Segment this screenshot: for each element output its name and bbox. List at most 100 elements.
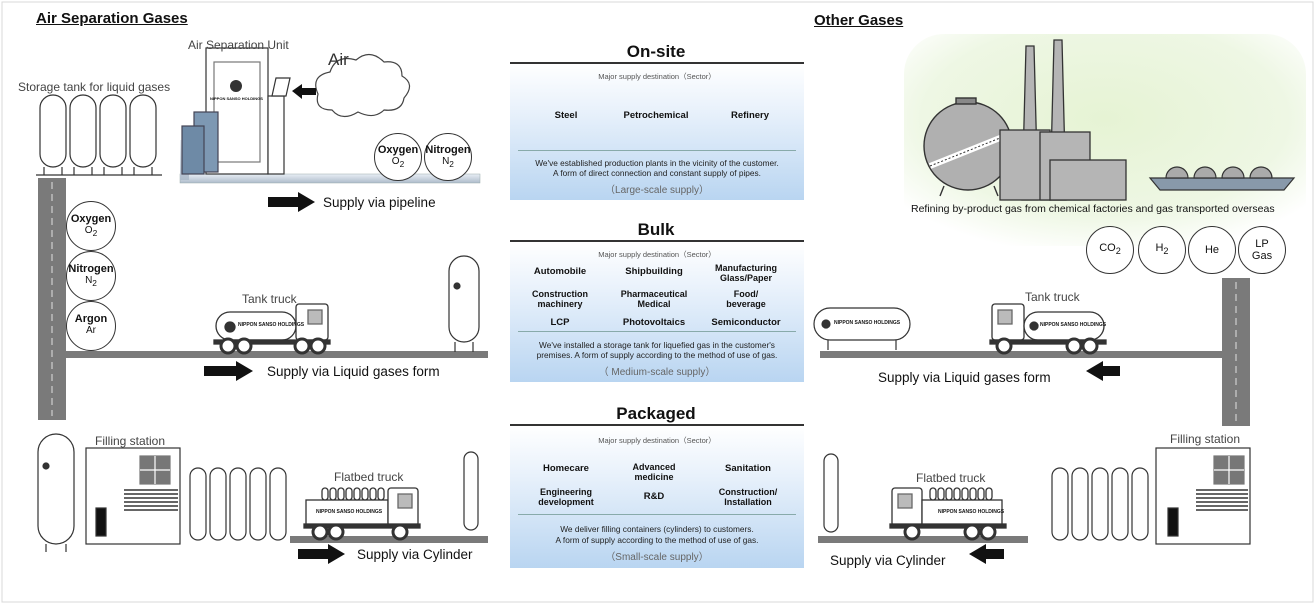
bulk-sector-shipbuilding: Shipbuilding (625, 266, 683, 277)
pipeline-gas-oxygen: Oxygen O2 (374, 133, 422, 181)
air-cloud (315, 53, 411, 118)
left-tank-truck-label: Tank truck (242, 292, 297, 306)
factory-buildings (999, 39, 1127, 201)
air-label: Air (328, 50, 349, 69)
packaged-panel: Major supply destination（Sector） Homecar… (510, 424, 804, 568)
right-flatbed-brand: NIPPON SANSO HOLDINGS (938, 509, 1005, 515)
gas-formula: LP Gas (1251, 238, 1273, 262)
left-distribution-column (38, 178, 66, 420)
onsite-sector-refinery: Refinery (730, 110, 770, 121)
column-gas-oxygen: Oxygen O2 (66, 201, 116, 251)
right-filling-station (1155, 447, 1251, 545)
right-cylinders (823, 453, 1149, 541)
right-truck-brand: NIPPON SANSO HOLDINGS (1040, 322, 1107, 328)
left-cylinder-road (290, 536, 488, 543)
onsite-sector-petrochemical: Petrochemical (623, 110, 689, 121)
right-distribution-column (1222, 278, 1250, 426)
gas-name: Oxygen (70, 213, 112, 225)
packaged-sector-homecare: Homecare (543, 463, 589, 474)
other-gas-lp: LP Gas (1238, 226, 1286, 274)
arrow-liquid-right (1086, 361, 1120, 381)
other-gas-co2: CO2 (1086, 226, 1134, 274)
left-supply-liquid-label: Supply via Liquid gases form (267, 364, 440, 379)
bulk-desc-1: We've installed a storage tank for lique… (539, 340, 775, 350)
onsite-desc-1: We've established production plants in t… (535, 158, 779, 168)
other-gas-he: He (1188, 226, 1236, 274)
onsite-desc-2: A form of direct connection and constant… (552, 168, 761, 178)
air-arrow (292, 84, 316, 99)
onsite-sector-steel: Steel (554, 110, 578, 121)
right-cylinder-road (818, 536, 1028, 543)
bulk-sector-automobile: Automobile (533, 266, 587, 277)
right-filling-station-label: Filling station (1170, 432, 1241, 446)
right-section-title: Other Gases (814, 12, 904, 29)
bulk-sector-photovoltaics: Photovoltaics (622, 317, 686, 328)
supply-pipeline-label: Supply via pipeline (323, 195, 436, 210)
bulk-sector-construction: Construction machinery (532, 289, 588, 309)
left-storage-tank (448, 255, 480, 352)
left-filling-station (37, 433, 181, 552)
right-storage-tank (813, 307, 911, 350)
column-gas-argon: Argon Ar (66, 301, 116, 351)
bulk-sector-lcp: LCP (550, 317, 570, 328)
packaged-sector-construction: Construction/ Installation (718, 487, 778, 507)
bulk-sector-food: Food/ beverage (726, 289, 766, 309)
bulk-panel: Major supply destination（Sector） Automob… (510, 240, 804, 382)
gas-formula: N2 (442, 156, 454, 169)
asu-building (181, 47, 291, 175)
packaged-desc-2: A form of supply according to the method… (555, 535, 759, 545)
right-tank-truck (989, 303, 1107, 355)
gas-formula: Ar (86, 325, 96, 336)
packaged-desc-1: We deliver filling containers (cylinders… (560, 524, 754, 534)
right-flatbed-label: Flatbed truck (916, 471, 986, 485)
left-liquid-road (66, 351, 488, 358)
asu-brand: NIPPON SANSO HOLDINGS (210, 96, 263, 101)
left-filling-station-label: Filling station (95, 434, 166, 448)
gas-formula: N2 (85, 275, 97, 288)
refining-caption: Refining by-product gas from chemical fa… (911, 203, 1275, 215)
onsite-separator (518, 150, 796, 151)
asu-label: Air Separation Unit (188, 38, 289, 52)
storage-tank-label: Storage tank for liquid gases (18, 80, 171, 94)
gas-formula: O2 (84, 225, 98, 238)
left-flatbed-label: Flatbed truck (334, 470, 404, 484)
packaged-separator (518, 514, 796, 515)
gas-formula: He (1204, 244, 1220, 256)
gas-name: Nitrogen (425, 144, 471, 156)
gas-name: Nitrogen (68, 263, 114, 275)
pipeline-gas-nitrogen: Nitrogen N2 (424, 133, 472, 181)
bulk-separator (518, 331, 796, 332)
right-tank-truck-label: Tank truck (1025, 290, 1080, 304)
right-supply-liquid-label: Supply via Liquid gases form (878, 370, 1051, 385)
left-section-title: Air Separation Gases (36, 10, 188, 27)
bulk-desc-2: premises. A form of supply according to … (536, 350, 778, 360)
bulk-title: Bulk (637, 220, 675, 239)
bulk-sector-pharmaceutical: Pharmaceutical Medical (620, 289, 688, 309)
left-flatbed-truck (303, 487, 421, 541)
gas-formula: O2 (391, 156, 405, 169)
column-gas-nitrogen: Nitrogen N2 (66, 251, 116, 301)
bulk-caption: Major supply destination（Sector） (598, 250, 716, 259)
gas-name: Oxygen (377, 144, 419, 156)
packaged-scale: （Small-scale supply） (605, 552, 709, 563)
arrow-cylinder-right (969, 544, 1004, 564)
gas-formula: H2 (1155, 242, 1169, 257)
arrow-cylinder-left (298, 544, 345, 564)
spherical-tank (923, 97, 1013, 197)
right-tank-brand: NIPPON SANSO HOLDINGS (834, 320, 901, 326)
onsite-panel: Major supply destination（Sector） Steel P… (510, 62, 804, 200)
left-truck-brand: NIPPON SANSO HOLDINGS (238, 322, 305, 328)
packaged-title: Packaged (616, 404, 696, 423)
left-supply-cylinder-label: Supply via Cylinder (357, 547, 473, 562)
onsite-caption: Major supply destination（Sector） (598, 72, 716, 81)
left-flatbed-brand: NIPPON SANSO HOLDINGS (316, 509, 383, 515)
other-gas-h2: H2 (1138, 226, 1186, 274)
bulk-scale: （ Medium-scale supply） (598, 367, 716, 378)
packaged-sector-advanced-medicine: Advanced medicine (632, 462, 676, 482)
arrow-pipeline (268, 192, 315, 212)
packaged-sector-rnd: R&D (643, 491, 665, 502)
packaged-sector-sanitation: Sanitation (725, 463, 771, 474)
gas-name: Argon (74, 313, 108, 325)
onsite-title: On-site (626, 42, 686, 61)
